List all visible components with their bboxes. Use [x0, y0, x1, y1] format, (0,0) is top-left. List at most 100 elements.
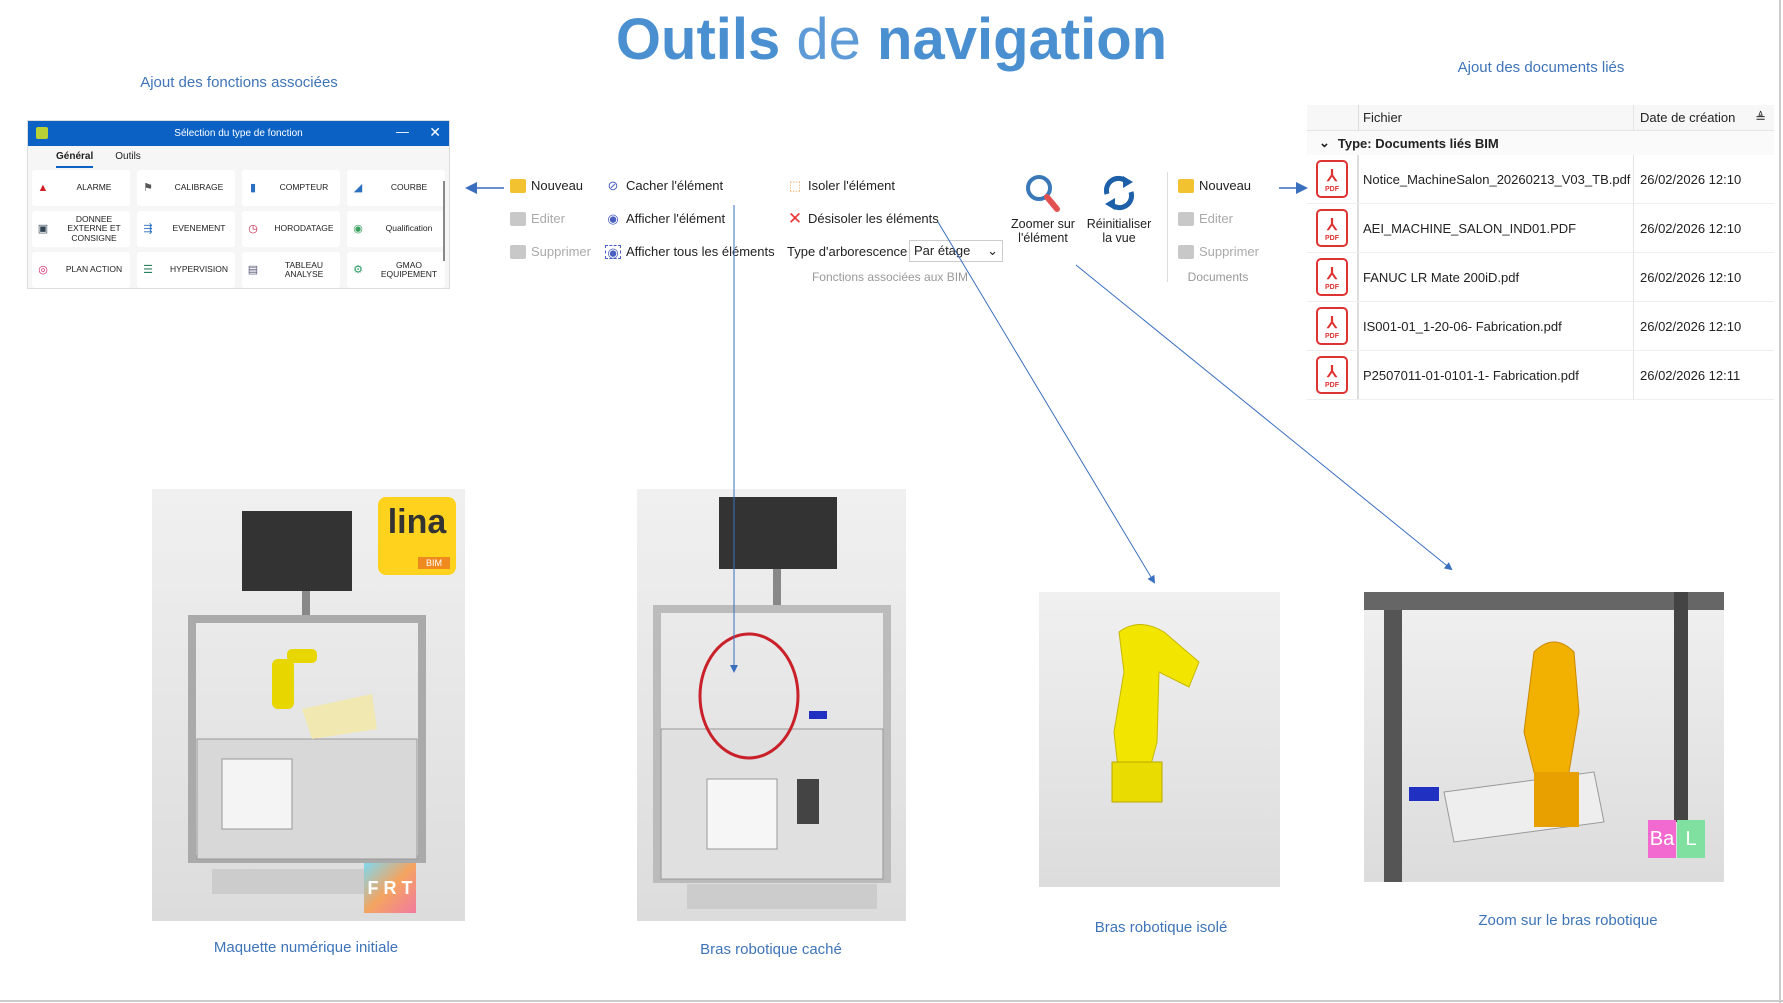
caption-zoom-arm: Zoom sur le bras robotique [1478, 912, 1658, 929]
column-header-file[interactable]: Fichier [1359, 105, 1634, 130]
tree-type-select[interactable]: Par étage⌄ [909, 240, 1003, 262]
function-button[interactable]: ☰HYPERVISION [137, 252, 235, 288]
warning-icon: ▲ [37, 182, 49, 194]
chevron-down-icon: ⌄ [987, 243, 998, 258]
unisolate-button[interactable]: ✕Désisoler les éléments [787, 208, 939, 228]
x-icon: ✕ [787, 208, 803, 228]
creation-date: 26/02/2026 12:11 [1640, 367, 1741, 383]
eye-icon: ◉ [607, 210, 619, 226]
function-button[interactable]: ▤TABLEAU ANALYSE [242, 252, 340, 288]
hide-element-button[interactable]: ⊘Cacher l'élément [605, 178, 724, 193]
caption-functions: Ajout des fonctions associées [140, 74, 338, 91]
caption-hidden-arm: Bras robotique caché [700, 941, 842, 958]
equipment-icon: ⚙ [353, 264, 363, 276]
folder-delete-icon [510, 244, 526, 259]
bar-chart-icon: ▮ [249, 182, 257, 194]
refresh-icon [1103, 175, 1135, 211]
creation-date: 26/02/2026 12:10 [1640, 318, 1742, 334]
doc-new-button[interactable]: Nouveau [1178, 178, 1251, 193]
image-hidden-arm [637, 489, 906, 921]
show-all-button[interactable]: ◉Afficher tous les éléments [605, 244, 775, 259]
function-button[interactable]: ◎PLAN ACTION [32, 252, 130, 288]
file-name: IS001-01_1-20-06- Fabrication.pdf [1359, 302, 1634, 350]
zoomed-robot-arm-illustration [1364, 592, 1724, 882]
group-label-documents: Documents [1187, 270, 1249, 284]
folder-edit-icon [1178, 211, 1194, 226]
target-icon: ◎ [38, 264, 48, 276]
table-header: Fichier Date de création≜ [1307, 105, 1774, 131]
pdf-icon: ⅄PDF [1316, 356, 1348, 394]
function-type-dialog: Sélection du type de fonction — ✕ Généra… [27, 120, 450, 289]
page-title: Outils de navigation [615, 7, 1168, 72]
documents-table: Fichier Date de création≜ ⌄Type: Documen… [1307, 105, 1774, 401]
function-button[interactable]: ▮COMPTEUR [242, 170, 340, 206]
doc-delete-button[interactable]: Supprimer [1178, 244, 1259, 259]
show-element-button[interactable]: ◉Afficher l'élément [605, 211, 725, 226]
function-button[interactable]: ▲ALARME [32, 170, 130, 206]
table-row[interactable]: ⅄PDF P2507011-01-0101-1- Fabrication.pdf 2… [1307, 351, 1774, 400]
ba-logo: Ba [1648, 820, 1676, 858]
area-chart-icon: ◢ [353, 182, 363, 194]
table-row[interactable]: ⅄PDF Notice_MachineSalon_20260213_V03_TB.… [1307, 155, 1774, 204]
zoom-element-button[interactable]: Zoomer sur l'élément [1010, 172, 1076, 245]
caption-documents: Ajout des documents liés [1457, 59, 1625, 76]
folder-edit-icon [510, 211, 526, 226]
flag-icon: ⚑ [143, 182, 153, 194]
function-button[interactable]: ⚙GMAO EQUIPEMENT [347, 252, 445, 288]
tree-type-label: Type d'arborescence [787, 244, 908, 259]
function-button[interactable]: ◉Qualification [347, 211, 445, 247]
caption-isolated-arm: Bras robotique isolé [1094, 919, 1228, 936]
machine-hidden-arm-illustration [653, 497, 891, 909]
minimize-button[interactable]: — [396, 124, 409, 139]
l-logo: L [1677, 820, 1705, 858]
edit-button[interactable]: Editer [510, 211, 565, 226]
scrollbar[interactable] [443, 181, 445, 261]
dialog-titlebar: Sélection du type de fonction — ✕ [28, 121, 449, 146]
function-button[interactable]: ◷HORODATAGE [242, 211, 340, 247]
lina-logo: lina BIM [378, 497, 456, 575]
file-name: P2507011-01-0101-1- Fabrication.pdf [1359, 351, 1634, 399]
group-row[interactable]: ⌄Type: Documents liés BIM [1307, 131, 1774, 155]
function-button[interactable]: ◢COURBE [347, 170, 445, 206]
function-button[interactable]: ▣DONNEE EXTERNE ET CONSIGNE [32, 211, 130, 247]
sort-icon: ≜ [1755, 109, 1766, 125]
function-button[interactable]: ⚑CALIBRAGE [137, 170, 235, 206]
event-icon: ⇶ [143, 223, 153, 235]
tab-general[interactable]: Général [56, 151, 94, 168]
creation-date: 26/02/2026 12:10 [1640, 220, 1742, 236]
reset-view-button[interactable]: Réinitialiser la vue [1085, 172, 1153, 245]
eye-all-icon: ◉ [605, 244, 621, 259]
highlight-circle [698, 632, 800, 760]
column-header-date[interactable]: Date de création≜ [1640, 109, 1766, 126]
isolate-button[interactable]: ⬚Isoler l'élément [788, 177, 896, 193]
data-icon: ▣ [37, 223, 49, 235]
image-isolated-arm [1039, 592, 1280, 887]
file-name: Notice_MachineSalon_20260213_V03_TB.pdf [1359, 155, 1634, 203]
folder-new-icon [1178, 178, 1194, 193]
machine-model-illustration [188, 511, 426, 894]
arrow-isolate [937, 221, 1156, 584]
delete-button[interactable]: Supprimer [510, 244, 591, 259]
ribbon-separator [1167, 172, 1168, 282]
creation-date: 26/02/2026 12:10 [1640, 269, 1742, 285]
creation-date: 26/02/2026 12:10 [1640, 171, 1742, 187]
folder-new-icon [510, 178, 526, 193]
pdf-icon: ⅄PDF [1316, 160, 1348, 198]
pdf-icon: ⅄PDF [1316, 258, 1348, 296]
pdf-icon: ⅄PDF [1316, 209, 1348, 247]
group-label-bim: Fonctions associées aux BIM [811, 270, 969, 284]
tab-outils[interactable]: Outils [115, 151, 141, 162]
clock-icon: ◷ [248, 223, 258, 235]
app-icon [36, 127, 48, 139]
qualification-icon: ◉ [353, 223, 363, 235]
cube-logo: F R T [364, 863, 416, 913]
new-button[interactable]: Nouveau [510, 178, 583, 193]
doc-edit-button[interactable]: Editer [1178, 211, 1233, 226]
chevron-down-icon: ⌄ [1319, 135, 1330, 150]
close-button[interactable]: ✕ [429, 124, 441, 140]
function-button[interactable]: ⇶EVENEMENT [137, 211, 235, 247]
robot-arm-illustration [1111, 624, 1200, 803]
